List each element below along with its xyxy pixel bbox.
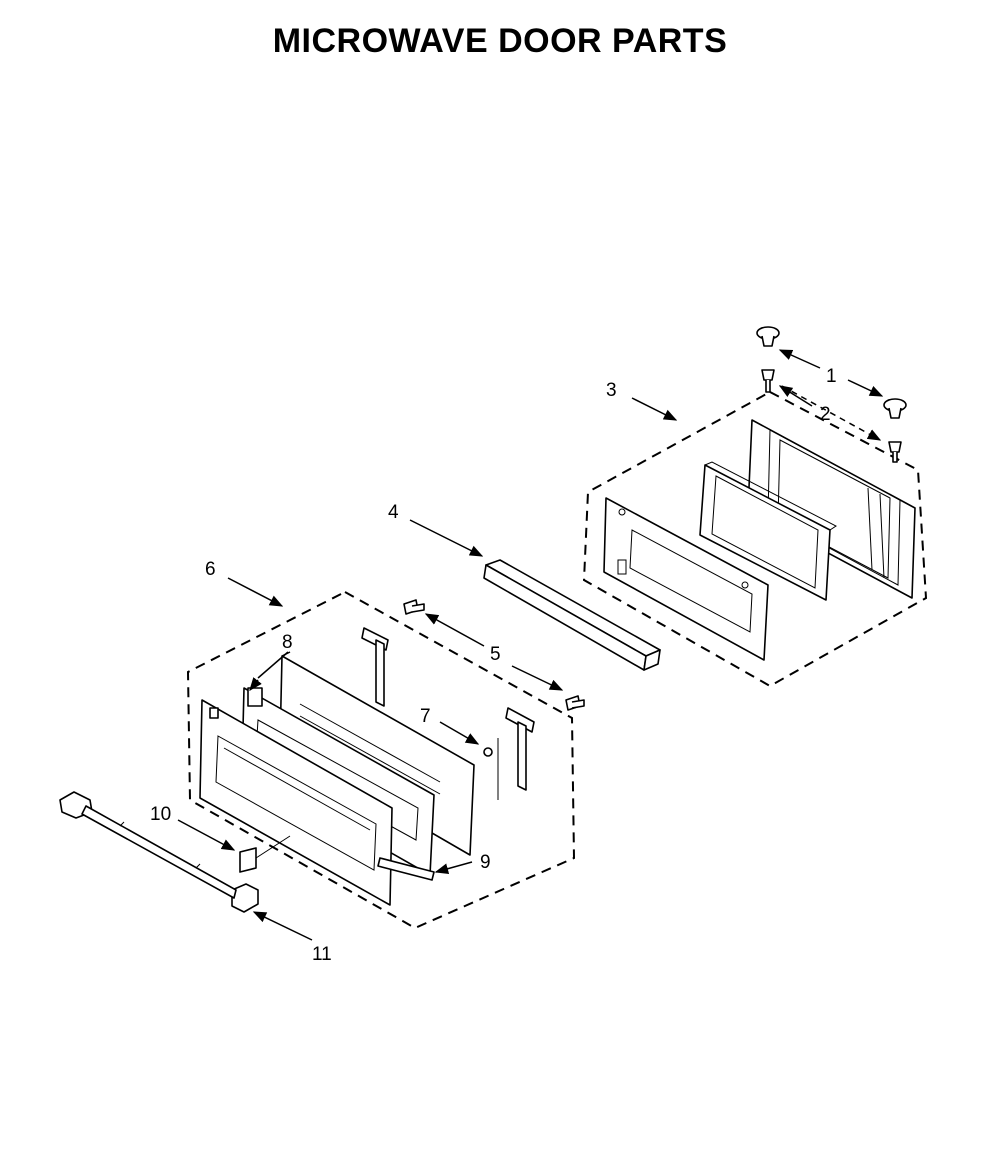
handle-clip (239, 835, 291, 873)
diagram-title: MICROWAVE DOOR PARTS (272, 22, 728, 60)
outer-door-group-outline (186, 590, 576, 930)
outer-door-frame (199, 699, 393, 906)
hinge-cap-right (883, 398, 907, 419)
callout-3: 3 (606, 380, 617, 401)
inner-door-shell (747, 419, 916, 599)
callout-2: 2 (820, 404, 831, 425)
callout-11: 11 (312, 944, 332, 965)
callout-8: 8 (282, 632, 293, 653)
screw-right (888, 441, 902, 463)
choke-frame (699, 461, 837, 601)
callout-10: 10 (150, 804, 171, 825)
hinge-cap-left (756, 326, 780, 347)
inner-door-panel (603, 497, 769, 661)
nut (483, 738, 499, 800)
callout-4: 4 (388, 502, 399, 523)
door-seal-bar (483, 559, 661, 671)
callout-5: 5 (490, 644, 501, 665)
callout-6: 6 (205, 559, 216, 580)
screw-left (761, 369, 775, 393)
callout-7: 7 (420, 706, 431, 727)
callout-1: 1 (826, 366, 837, 387)
hinge-bracket-right (505, 707, 535, 791)
door-screw-bottom (565, 695, 585, 711)
door-handle (59, 791, 259, 913)
door-screw-top (403, 599, 425, 615)
bottom-strip (377, 857, 435, 881)
callout-9: 9 (480, 852, 491, 873)
hinge-bracket-left (361, 627, 389, 707)
